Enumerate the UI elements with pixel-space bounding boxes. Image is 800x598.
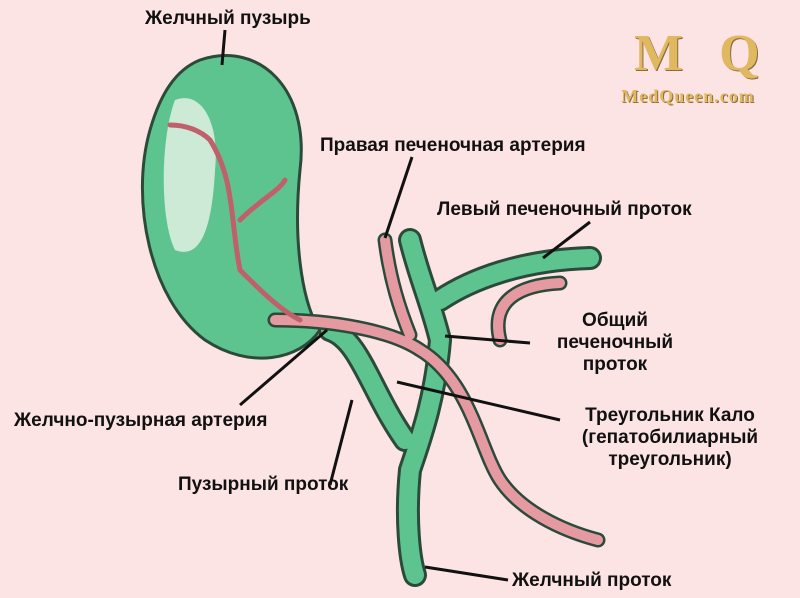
label-right-hepatic-artery: Правая печеночная артерия [320, 135, 586, 156]
label-line: проток [582, 354, 648, 375]
label-gallbladder: Желчный пузырь [145, 8, 311, 29]
logo-letters: MQ [634, 25, 796, 82]
label-cystic-artery: Желчно-пузырная артерия [14, 410, 268, 431]
ducts [167, 122, 606, 587]
label-left-hepatic-duct: Левый печеночный проток [437, 199, 692, 220]
label-line: треугольник) [608, 449, 732, 470]
label-common-hepatic-duct: Общий печеночный проток [530, 310, 700, 376]
logo-site: MedQueen.com [621, 86, 755, 106]
label-calot-triangle: Треугольник Кало (гепатобилиарный треуго… [555, 405, 785, 471]
label-line: Треугольник Кало [585, 405, 755, 426]
medqueen-logo: MQ MedQueen.com [598, 25, 796, 107]
label-bile-duct: Желчный проток [512, 570, 672, 591]
label-line: (гепатобилиарный [581, 427, 759, 448]
label-line: Общий [582, 310, 648, 331]
leader-lines [220, 29, 591, 582]
label-cystic-duct: Пузырный проток [178, 474, 349, 495]
label-line: печеночный [556, 332, 674, 353]
